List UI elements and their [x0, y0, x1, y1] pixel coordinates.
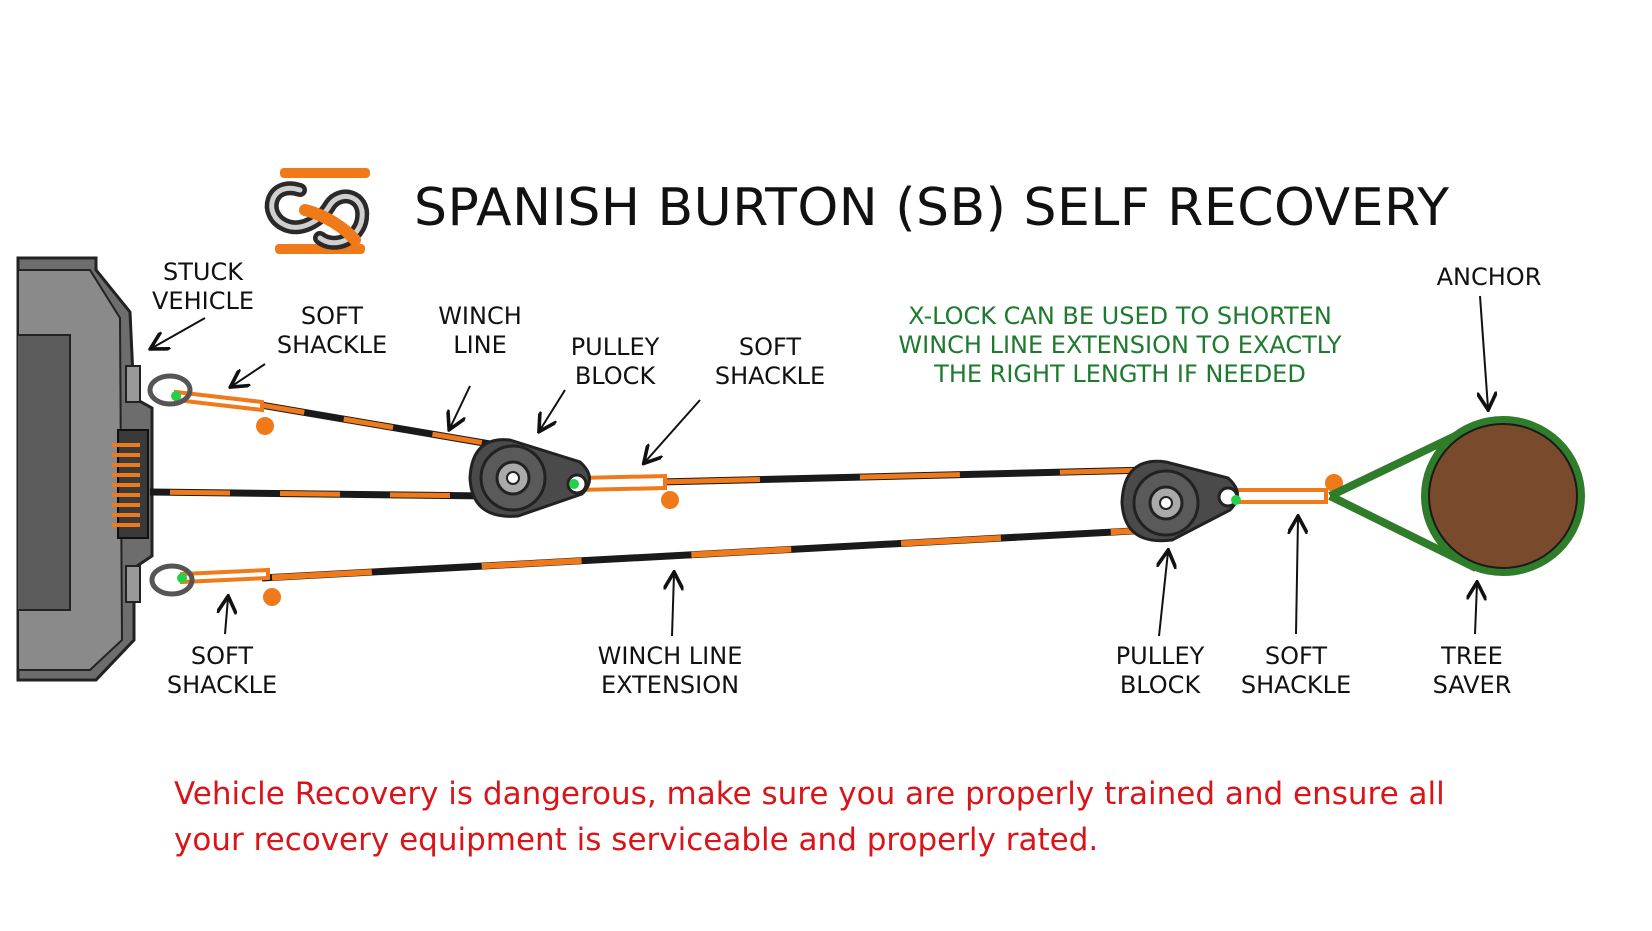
- label-pulley-block-bottom: PULLEY BLOCK: [1115, 642, 1205, 699]
- arrow-soft-shackle-bottom-left: [225, 598, 228, 635]
- label-tree-saver: TREE SAVER: [1432, 642, 1512, 699]
- arrow-winch-line-extension: [672, 574, 674, 637]
- arrow-soft-shackle-top-mid: [645, 399, 701, 462]
- label-soft-shackle-bottom-left: SOFT SHACKLE: [166, 642, 278, 699]
- winch-line-extension-bottom: [261, 526, 1151, 582]
- label-soft-shackle-top-mid: SOFT SHACKLE: [714, 333, 826, 390]
- anchor-tree: [1421, 416, 1585, 576]
- label-soft-shackle-bottom-right: SOFT SHACKLE: [1240, 642, 1352, 699]
- label-stuck-vehicle: STUCK VEHICLE: [152, 258, 254, 315]
- arrow-anchor: [1480, 295, 1488, 408]
- soft-shackle-bottom-right: [1228, 474, 1343, 504]
- x-lock-note: X-LOCK CAN BE USED TO SHORTEN WINCH LINE…: [898, 302, 1342, 388]
- soft-shackle-top-mid: [576, 473, 679, 509]
- knot-logo-icon: [264, 168, 370, 254]
- arrow-soft-shackle-top-left: [232, 363, 266, 386]
- pointer-arrows: [152, 295, 1488, 637]
- winch-line-top: [254, 400, 491, 448]
- winch-line-middle: [149, 488, 491, 500]
- winch-line-extension-top: [659, 466, 1151, 486]
- arrow-pulley-block-top: [540, 389, 566, 430]
- label-anchor: ANCHOR: [1436, 263, 1542, 291]
- label-winch-line-extension: WINCH LINE EXTENSION: [597, 642, 743, 699]
- label-soft-shackle-top-left: SOFT SHACKLE: [276, 302, 388, 359]
- arrow-winch-line: [450, 385, 471, 428]
- arrow-soft-shackle-bottom-right: [1296, 518, 1298, 635]
- soft-shackle-top-left: [147, 373, 274, 435]
- stuck-vehicle: [16, 256, 154, 682]
- arrow-stuck-vehicle: [152, 317, 206, 348]
- page-title: SPANISH BURTON (SB) SELF RECOVERY: [414, 178, 1450, 238]
- safety-warning: Vehicle Recovery is dangerous, make sure…: [174, 776, 1445, 858]
- label-pulley-block-top: PULLEY BLOCK: [570, 333, 660, 390]
- pulley-block-bottom: [1120, 459, 1241, 543]
- label-winch-line: WINCH LINE: [438, 302, 522, 359]
- soft-shackle-bottom-left: [149, 563, 281, 606]
- pulley-block-top: [468, 438, 591, 518]
- arrow-tree-saver: [1475, 584, 1477, 635]
- arrow-pulley-block-bottom: [1159, 552, 1168, 637]
